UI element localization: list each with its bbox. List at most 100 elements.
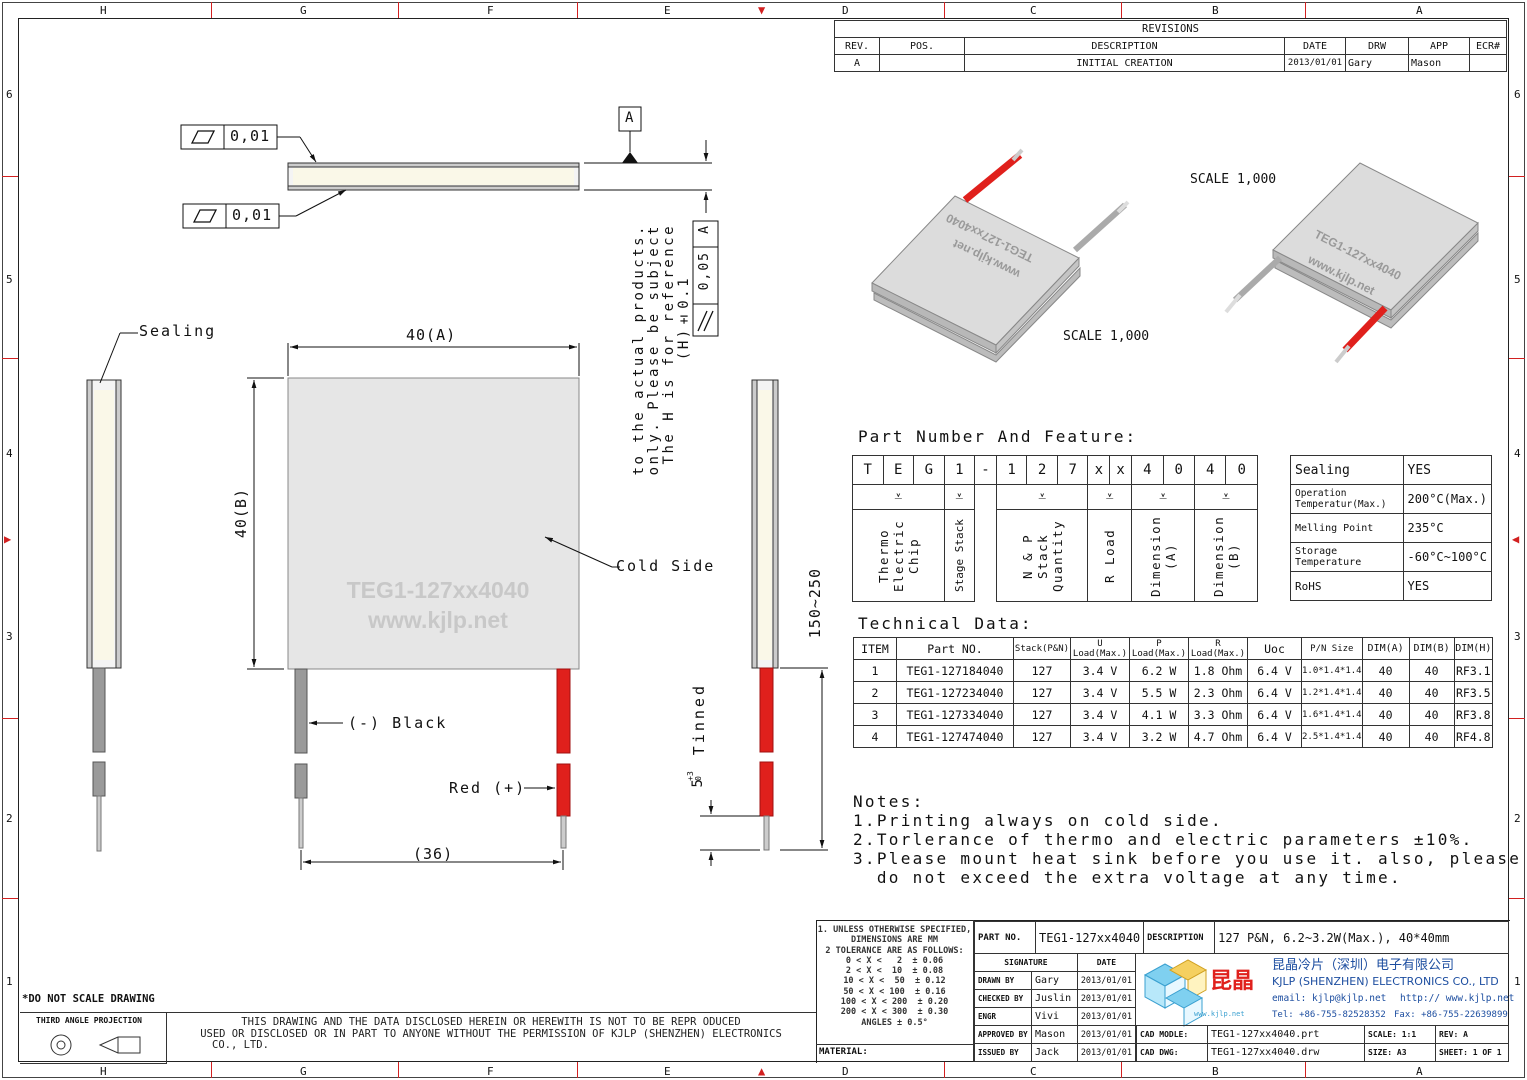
revisions-table: REVISIONS REV. POS. DESCRIPTION DATE DRW… (834, 20, 1507, 72)
table-cell: RF3.8 (1453, 703, 1494, 726)
black-wire-label: (-) Black (348, 714, 448, 732)
divider (973, 920, 974, 1062)
table-cell: 1.0*1.4*1.4 (1301, 659, 1363, 682)
signoff-role: DRAWN BY (974, 971, 1032, 990)
zone-row-label: 3 (1514, 630, 1521, 643)
pn-char: 0 (1162, 455, 1195, 485)
prop-value: 235°C (1402, 513, 1493, 543)
parallel-frame (692, 220, 719, 337)
front-dimensions (247, 343, 620, 870)
zone-row-label: 5 (6, 273, 13, 286)
zone-column-label: D (842, 4, 849, 17)
signoff-name: Mason (1031, 1025, 1078, 1044)
do-not-scale: *DO NOT SCALE DRAWING (22, 993, 155, 1005)
table-cell: 6.4 V (1247, 703, 1302, 726)
signoff-name: Juslin (1031, 989, 1078, 1008)
datum-marker (584, 106, 712, 213)
title-block (816, 920, 1510, 1063)
disclaimer: THIS DRAWING AND THE DATA DISCLOSED HERE… (166, 1016, 816, 1052)
tolerance-line: 100 < X < 200 ± 0.20 (840, 997, 949, 1008)
table-cell: 127 (1013, 703, 1071, 726)
pn-char: 0 (1225, 455, 1258, 485)
pn-char: 2 (1026, 455, 1058, 485)
prop-value: YES (1402, 455, 1493, 485)
table-cell: 1.6*1.4*1.4 (1301, 703, 1363, 726)
table-cell: 5.5 W (1129, 681, 1189, 704)
table-cell: 6.2 W (1129, 659, 1189, 682)
scale-info: SCALE: 1:1 (1364, 1025, 1436, 1044)
pn-char: - (974, 455, 997, 485)
zone-tick (211, 2, 212, 18)
table-cell: 4.1 W (1129, 703, 1189, 726)
size-info: SIZE: A3 (1364, 1043, 1436, 1062)
date-header: DATE (1076, 953, 1137, 972)
table-cell: 3 (853, 703, 897, 726)
cad-dwg-label: CAD DWG: (1136, 1043, 1208, 1062)
zone-row-label: 1 (6, 975, 13, 988)
zone-column-label: F (487, 4, 494, 17)
flatness-value-1: 0,01 (230, 127, 271, 145)
disclaimer-line: CO., LTD. (212, 1039, 269, 1051)
signoff-name: Vivi (1031, 1007, 1078, 1026)
table-cell: 40 (1361, 725, 1410, 748)
right-side-view (700, 379, 828, 866)
table-cell: 4.7 Ohm (1188, 725, 1248, 748)
prop-value: 200°C(Max.) (1402, 484, 1493, 514)
tech-header: P/N Size (1301, 637, 1363, 660)
prop-value: YES (1402, 571, 1493, 601)
tinned-label: Tinned (690, 683, 708, 756)
rev-cell: INITIAL CREATION (964, 54, 1285, 72)
zone-tick (1305, 2, 1306, 18)
flatness-value-2: 0,01 (232, 206, 273, 224)
table-cell: 6.4 V (1247, 659, 1302, 682)
zone-row-label: 1 (1514, 975, 1521, 988)
pn-char: x (1109, 455, 1133, 485)
front-view-chip (287, 377, 580, 849)
table-cell: 40 (1361, 703, 1410, 726)
zone-column-label: E (664, 1065, 671, 1078)
signoff-date: 2013/01/01 (1076, 971, 1137, 990)
pn-group-text: R Load (1102, 528, 1118, 583)
pn-group-text: Dimension (B) (1210, 514, 1241, 597)
table-cell: 127 (1013, 725, 1071, 748)
pn-char: 1 (943, 455, 976, 485)
zone-tick (944, 1062, 945, 1078)
tinned-tolerance: +3 0 (685, 771, 703, 781)
zone-column-label: G (300, 4, 307, 17)
tech-header: DIM(B) (1408, 637, 1455, 660)
tolerance-line: ANGLES ± 0.5° (861, 1017, 928, 1028)
technical-data-table: ITEM Part NO. Stack(P&N) U Load(Max.) P … (853, 637, 1494, 748)
flatness-frame-1 (180, 124, 317, 163)
prop-key: Storage Temperature (1290, 542, 1404, 572)
center-mark-icon: ▶ (4, 532, 12, 546)
prop-key: Operation Temperatur(Max.) (1290, 484, 1404, 514)
cad-model-label: CAD MODLE: (1136, 1025, 1208, 1044)
zone-tick (211, 1062, 212, 1078)
zone-tick (398, 1062, 399, 1078)
notes-block: Notes: 1.Printing always on cold side. 2… (853, 792, 1521, 887)
chip-print-web: www.kjlp.net (368, 607, 508, 633)
pn-char: 4 (1193, 455, 1227, 485)
rev-cell (1469, 54, 1507, 72)
tolerance-line: 0 < X < 2 ± 0.06 (845, 955, 944, 966)
iso-view-2 (1224, 162, 1479, 364)
company-tel: Tel: +86-755-82528352 (1272, 1010, 1386, 1020)
signoff-name: Jack (1031, 1043, 1078, 1062)
tolerance-line: 2 < X < 10 ± 0.08 (845, 966, 944, 977)
zone-tick (944, 2, 945, 18)
pn-group-label: N & P Stack Quantity (995, 509, 1089, 602)
signoff-role: CHECKED BY (974, 989, 1032, 1008)
flatness-frame-2 (182, 189, 347, 229)
zone-column-label: H (100, 1065, 107, 1078)
cold-side-label: Cold Side (616, 557, 716, 575)
zone-tick (1121, 2, 1122, 18)
signature-header: SIGNATURE (974, 953, 1078, 972)
table-cell: 3.4 V (1070, 659, 1130, 682)
zone-column-label: H (100, 4, 107, 17)
tech-header: ITEM (853, 637, 897, 660)
note-line: do not exceed the extra voltage at any t… (853, 868, 1402, 887)
